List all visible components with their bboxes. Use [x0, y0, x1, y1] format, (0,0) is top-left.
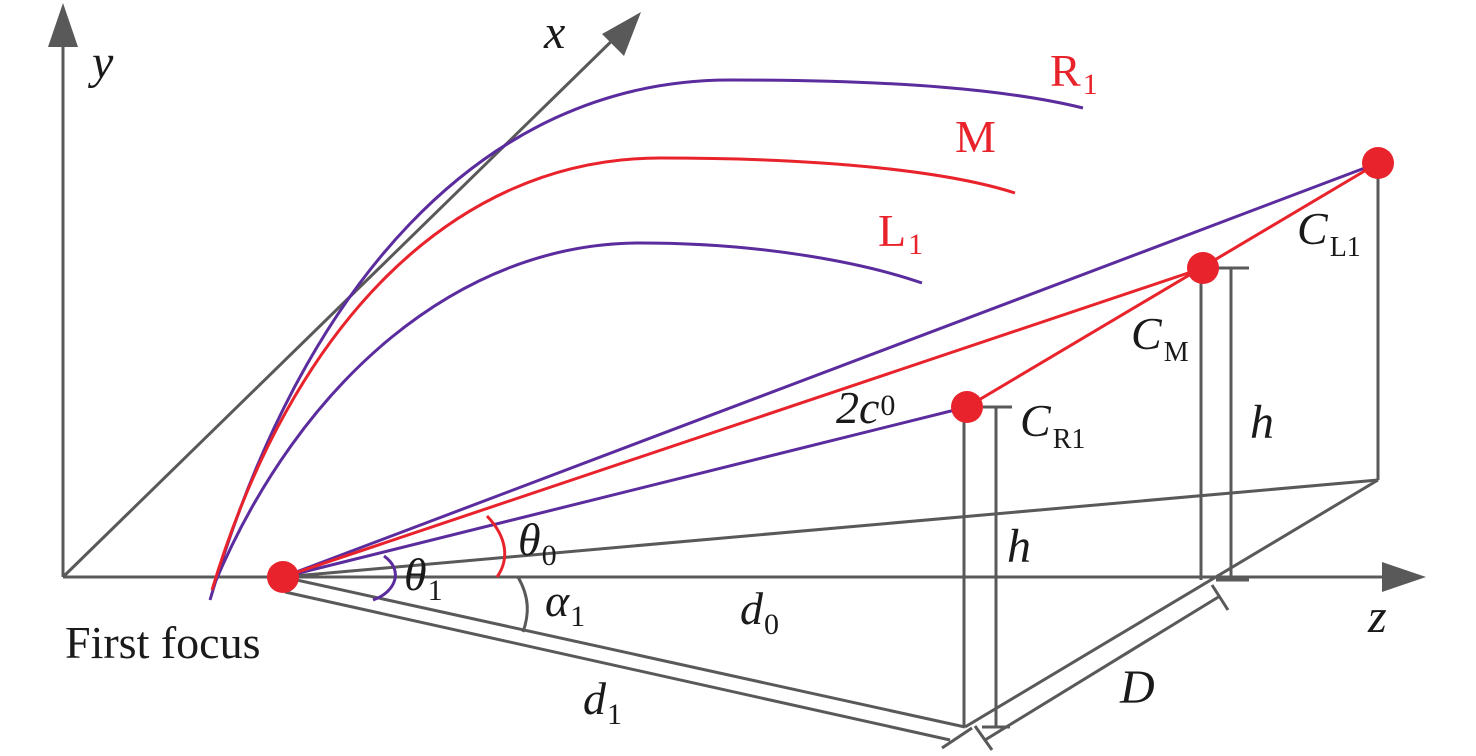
line-focus-to-c-r1 [282, 405, 968, 579]
curve-r1 [208, 78, 1084, 601]
theta1-label: θ1 [404, 549, 443, 607]
y-axis-label: y [87, 36, 114, 89]
alpha1-arc [516, 576, 529, 633]
red-elements [210, 156, 1379, 591]
d1-dim-line [284, 590, 951, 742]
theta0-arc [485, 514, 507, 578]
theta1-arc [372, 554, 397, 602]
curve-r1-label: R1 [1050, 45, 1098, 101]
y-axis-arrowhead [48, 3, 78, 47]
x-axis-arrowhead [602, 12, 641, 56]
c-m-label: CM [1131, 308, 1189, 368]
point-c-l1 [1362, 147, 1394, 179]
d0-label: d0 [740, 583, 779, 641]
c-r1-label: CR1 [1020, 395, 1085, 455]
two-c0-label: 2c0 [836, 382, 895, 433]
point-c-r1 [951, 391, 983, 423]
x-axis-line [61, 26, 627, 579]
base-line-to-projection [282, 478, 1379, 579]
d-tick-left [973, 725, 994, 751]
theta0-label: θ0 [518, 514, 557, 572]
point-first-focus [267, 561, 299, 593]
axis-arrowheads [48, 3, 1426, 592]
line-focus-to-c-m [282, 266, 1204, 579]
d1-label: d1 [583, 673, 622, 731]
curve-m-label: M [955, 111, 996, 162]
axes [61, 26, 1395, 579]
alpha1-label: α1 [545, 575, 585, 633]
first-focus-label: First focus [65, 617, 261, 668]
d1-line [282, 575, 966, 729]
h-right-label: h [1250, 396, 1274, 449]
line-c-r1-to-c-l1 [966, 161, 1379, 409]
x-axis-label: x [543, 6, 565, 59]
d-dim-line [984, 594, 1221, 742]
purple-elements [208, 78, 1379, 602]
line-focus-to-c-l1 [282, 161, 1379, 579]
d-tick-right [1210, 584, 1230, 611]
curve-l1-label: L1 [878, 205, 923, 261]
z-axis-arrowhead [1382, 562, 1426, 592]
curve-m [210, 156, 1016, 591]
point-c-m [1187, 252, 1219, 284]
c-l1-label: CL1 [1297, 203, 1361, 263]
curve-l1 [212, 241, 923, 586]
points [267, 147, 1394, 593]
z-axis-label: z [1367, 590, 1387, 643]
construction-lines [282, 163, 1380, 751]
floor-diagonal-1 [964, 478, 1379, 729]
d-label: D [1119, 661, 1155, 714]
d1-tick [941, 726, 973, 750]
h-left-label: h [1007, 520, 1031, 573]
